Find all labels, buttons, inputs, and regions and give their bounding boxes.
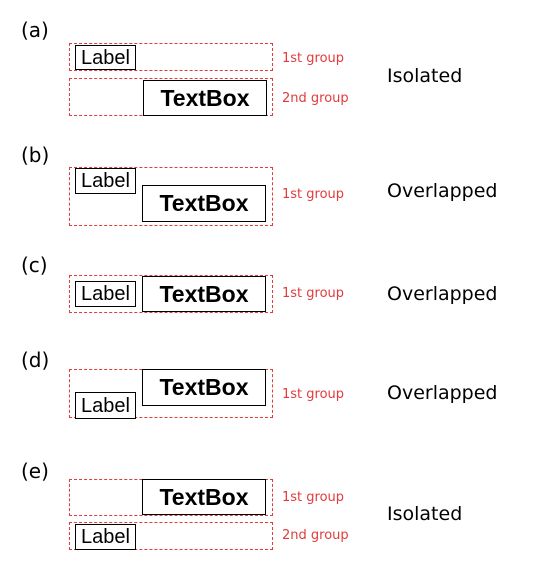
group-label-a-2: 2nd group — [282, 91, 349, 106]
first-group-box-b — [69, 167, 273, 226]
second-group-box-e — [69, 522, 273, 550]
label-box-c: Label — [75, 281, 136, 307]
panel-letter-b: (b) — [21, 143, 50, 167]
result-label-d: Overlapped — [387, 382, 498, 404]
label-box-b: Label — [75, 168, 136, 194]
group-label-d-1: 1st group — [282, 387, 345, 402]
result-label-b: Overlapped — [387, 180, 498, 202]
panel-letter-d: (d) — [21, 348, 50, 372]
group-label-e-1: 1st group — [282, 490, 345, 505]
textbox-box-d: TextBox — [142, 369, 266, 406]
group-label-c-1: 1st group — [282, 286, 345, 301]
label-box-e: Label — [75, 524, 136, 550]
panel-letter-c: (c) — [21, 253, 48, 277]
group-label-a-1: 1st group — [282, 51, 345, 66]
textbox-box-e: TextBox — [142, 479, 266, 515]
textbox-box-b: TextBox — [142, 185, 266, 222]
result-label-c: Overlapped — [387, 283, 498, 305]
textbox-box-a: TextBox — [143, 80, 267, 116]
group-label-b-1: 1st group — [282, 187, 345, 202]
label-box-a: Label — [75, 45, 136, 70]
first-group-box-a — [69, 43, 273, 71]
result-label-e: Isolated — [387, 503, 463, 525]
first-group-box-c — [69, 275, 273, 313]
result-label-a: Isolated — [387, 65, 463, 87]
panel-letter-a: (a) — [21, 18, 49, 42]
textbox-box-c: TextBox — [142, 276, 266, 312]
group-label-e-2: 2nd group — [282, 528, 349, 543]
panel-letter-e: (e) — [21, 459, 49, 483]
label-box-d: Label — [75, 392, 136, 419]
